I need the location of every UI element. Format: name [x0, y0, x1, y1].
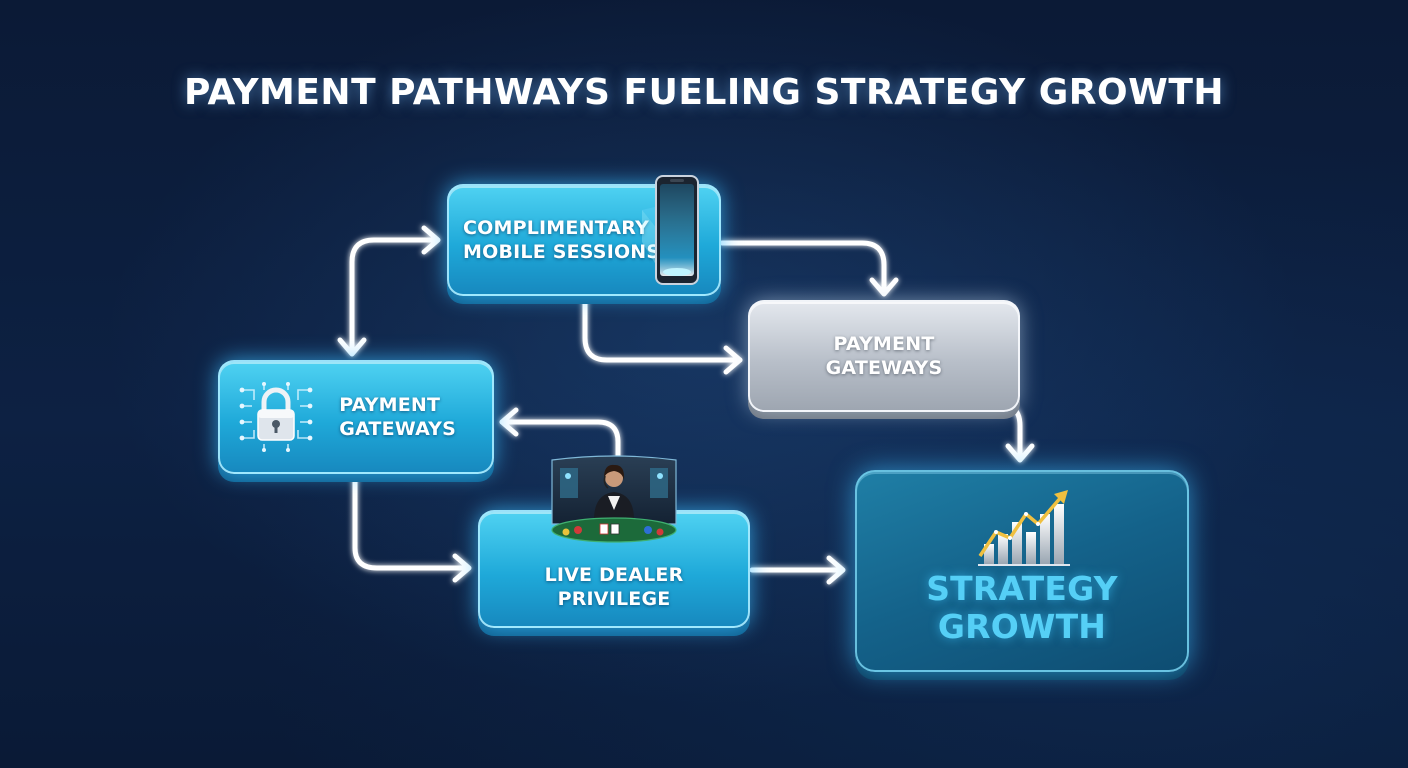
smartphone-icon — [636, 172, 706, 290]
node-label: PAYMENT GATEWAYS — [339, 394, 456, 440]
arrowhead-into-strategy-top — [1005, 443, 1035, 463]
node-payment-gateways-right: PAYMENT GATEWAYS — [748, 300, 1020, 412]
growth-chart-icon — [976, 486, 1072, 570]
node-label: PAYMENT GATEWAYS — [825, 333, 943, 379]
live-dealer-icon — [548, 454, 680, 546]
node-strategy-growth: STRATEGY GROWTH — [855, 470, 1189, 672]
connector-mobile-bottom-to-gateways-right — [582, 297, 743, 363]
arrowhead-into-live-dealer — [452, 553, 472, 583]
padlock-circuit-icon — [236, 380, 316, 454]
connector-mobile-to-gateways-left — [349, 237, 439, 355]
node-label: COMPLIMENTARY MOBILE SESSIONS — [463, 217, 661, 263]
arrowhead-into-gateways-left-right — [499, 407, 519, 437]
arrowhead-into-gateways-right-top — [869, 277, 899, 297]
node-label: LIVE DEALER PRIVILEGE — [544, 564, 684, 610]
arrowhead-into-gateways-left — [337, 337, 367, 357]
node-label: STRATEGY GROWTH — [926, 569, 1118, 646]
connector-gateways-left-to-live-dealer — [352, 473, 471, 571]
arrowhead-into-gateways-right-left — [723, 345, 743, 375]
arrowhead-into-strategy-left — [826, 555, 846, 585]
page-title: PAYMENT PATHWAYS FUELING STRATEGY GROWTH — [183, 72, 1225, 113]
connector-mobile-to-gateways-right — [719, 240, 887, 295]
arrowhead-into-mobile — [421, 225, 441, 255]
connector-live-dealer-to-gateways-left — [499, 419, 621, 461]
connector-gateways-right-to-strategy — [1009, 405, 1023, 461]
